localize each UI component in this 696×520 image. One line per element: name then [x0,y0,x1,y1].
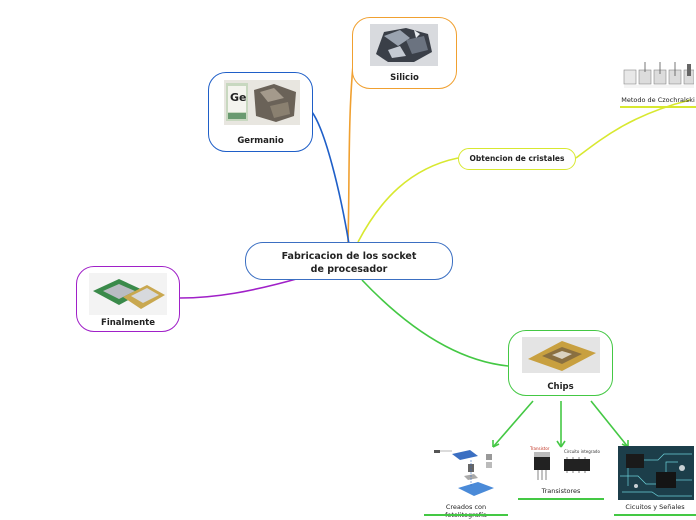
circuit-board-image [618,446,694,500]
node-fotolitografia-label: Creados con fotolitografía [445,503,487,519]
link-czochralski [575,99,691,159]
node-finalmente[interactable]: Finalmente [76,266,180,332]
node-czochralski-label: Metodo de Czochralski [621,96,695,104]
node-circuitos-label: Cicuitos y Señales [625,503,685,511]
link-chips [361,279,509,367]
link-cristales [357,157,459,243]
arrow-transistores [556,440,566,448]
node-circuitos[interactable]: Cicuitos y Señales [614,446,696,516]
node-transistores[interactable]: Transistor Circuito integrado Transistor… [518,446,604,500]
silicon-image [370,24,438,66]
germanium-symbol: Ge [230,91,247,104]
node-transistores-underline [518,498,604,500]
node-chips[interactable]: Chips [508,330,613,396]
link-finalmente [179,277,301,299]
node-czochralski[interactable]: Metodo de Czochralski [620,60,696,108]
arrow-foto [492,440,500,448]
transistor-caption: Transistor [530,446,550,451]
circuito-caption: Circuito integrado [564,449,600,454]
node-finalmente-label: Finalmente [101,318,155,328]
node-cristales[interactable]: Obtencion de cristales [458,148,576,170]
transistor-image: Transistor Circuito integrado [524,446,600,484]
node-chips-label: Chips [547,382,574,392]
czochralski-image [622,60,694,90]
node-fotolitografia-underline [424,514,508,516]
node-germanio[interactable]: Ge Germanio [208,72,313,152]
germanium-image: Ge [224,80,300,125]
node-cristales-label: Obtencion de cristales [469,154,565,163]
node-circuitos-underline [614,514,696,516]
central-topic[interactable]: Fabricacion de los socket de procesador [245,242,453,280]
chip-image [522,337,600,373]
node-fotolitografia[interactable]: Creados con fotolitografía [424,446,508,519]
link-circuitos [590,400,629,448]
node-silicio-label: Silicio [390,73,419,83]
node-czochralski-underline [620,106,696,108]
link-foto [492,400,534,448]
node-germanio-label: Germanio [237,136,284,146]
photolithography-image [430,446,502,500]
processor-image [89,273,167,315]
node-silicio[interactable]: Silicio [352,17,457,89]
node-transistores-label: Transistores [541,487,581,495]
link-germanio [311,111,350,245]
central-topic-label: Fabricacion de los socket de procesador [281,251,417,275]
